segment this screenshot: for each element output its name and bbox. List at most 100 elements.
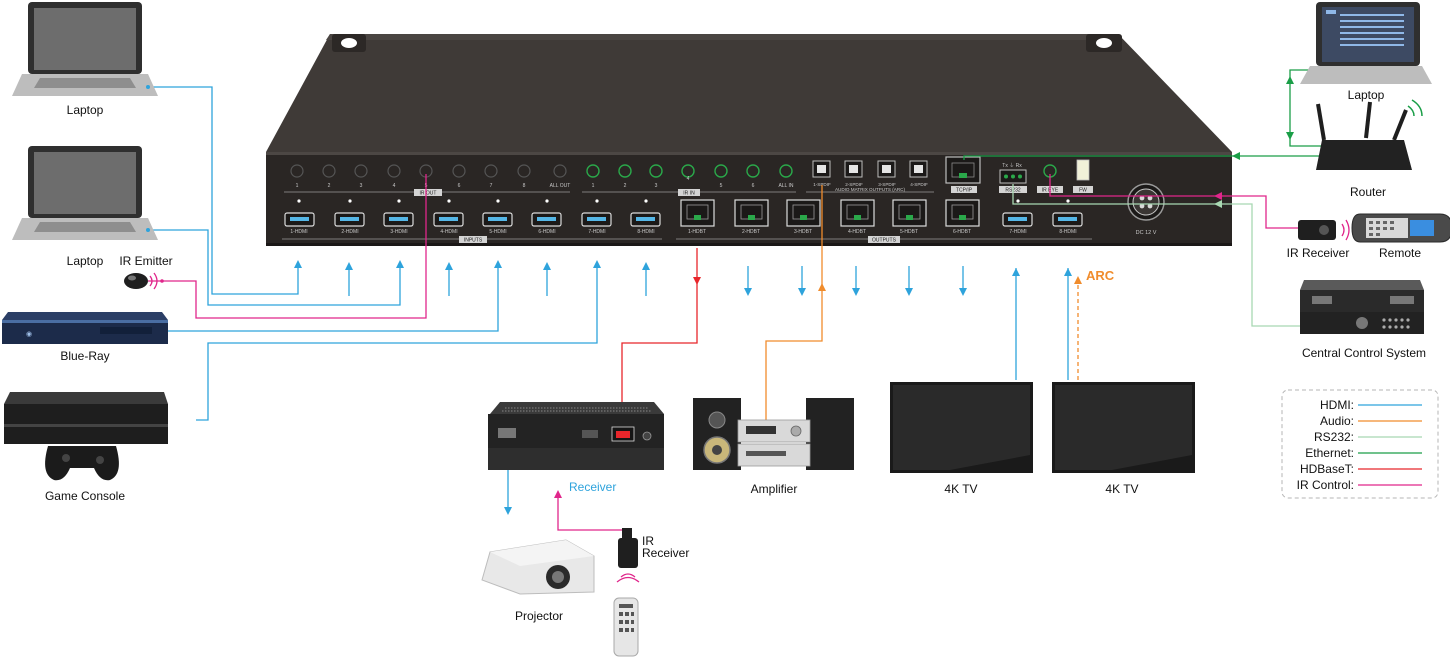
input-labels: 1-HDMI 2-HDMI 3-HDMI 4-HDMI 5-HDMI 6-HDM… bbox=[290, 229, 654, 235]
ir-out-6: 6 bbox=[458, 183, 461, 189]
ir-out-7: 7 bbox=[490, 183, 493, 189]
legend-rs232-label: RS232: bbox=[1314, 430, 1354, 444]
hdbt-output-ports bbox=[680, 199, 1083, 227]
hdmi-line-bluray bbox=[162, 266, 499, 332]
ir-in-6: 6 bbox=[752, 183, 755, 189]
output-6-label: 6-HDBT bbox=[953, 229, 971, 235]
remote-control bbox=[1351, 213, 1450, 243]
rs232-line bbox=[1012, 184, 1300, 327]
ir-in-5: 5 bbox=[720, 183, 723, 189]
input-4-label: 4-HDMI bbox=[440, 229, 457, 235]
fw-port bbox=[1076, 159, 1090, 181]
tv-1-label: 4K TV bbox=[944, 482, 977, 496]
input-6-label: 6-HDMI bbox=[538, 229, 555, 235]
spdif-labels: 1-SPDIF 2-SPDIF 3-SPDIF 4-SPDIF bbox=[813, 182, 928, 187]
game-console bbox=[4, 392, 168, 481]
tcpip-port bbox=[945, 156, 981, 184]
fw-label: FW bbox=[1079, 188, 1087, 194]
legend-hdbaset-label: HDBaseT: bbox=[1300, 462, 1354, 476]
laptop-1-label: Laptop bbox=[67, 103, 104, 117]
output-8-label: 8-HDMI bbox=[1059, 229, 1076, 235]
ir-in-label: IR IN bbox=[683, 191, 695, 197]
arc-label: ARC bbox=[1086, 268, 1115, 283]
input-1-label: 1-HDMI bbox=[290, 229, 307, 235]
input-3-label: 3-HDMI bbox=[390, 229, 407, 235]
ir-out-2: 2 bbox=[328, 183, 331, 189]
legend-ir-label: IR Control: bbox=[1297, 478, 1354, 492]
output-3-label: 3-HDBT bbox=[794, 229, 812, 235]
matrix-switch bbox=[266, 34, 1232, 246]
amplifier bbox=[693, 398, 854, 470]
game-console-label: Game Console bbox=[45, 489, 125, 503]
output-2-label: 2-HDBT bbox=[742, 229, 760, 235]
ir-in-1: 1 bbox=[592, 183, 595, 189]
ir-in-ports bbox=[586, 164, 793, 178]
output-7-label: 7-HDMI bbox=[1009, 229, 1026, 235]
hdmi-line-laptop-1 bbox=[148, 86, 299, 295]
power-jack bbox=[1127, 183, 1165, 221]
tv-2-label: 4K TV bbox=[1105, 482, 1138, 496]
tv-2 bbox=[1052, 382, 1195, 473]
projector bbox=[481, 539, 595, 595]
power-label: DC 12 V bbox=[1136, 230, 1157, 236]
legend-hdmi-label: HDMI: bbox=[1320, 398, 1354, 412]
spdif-4-label: 4-SPDIF bbox=[910, 182, 928, 187]
ir-in-4: 4 bbox=[687, 176, 690, 182]
legend-audio-label: Audio: bbox=[1320, 414, 1354, 428]
spdif-2-label: 2-SPDIF bbox=[845, 182, 863, 187]
ir-out-1: 1 bbox=[296, 183, 299, 189]
svg-text:◉: ◉ bbox=[26, 331, 32, 338]
ir-in-2: 2 bbox=[624, 183, 627, 189]
ir-receiver-rx bbox=[616, 528, 640, 583]
laptop-2 bbox=[12, 146, 158, 240]
laptop-3 bbox=[1300, 2, 1432, 84]
ir-receiver-rx-label-2: Receiver bbox=[642, 546, 689, 560]
hdmi-line-laptop-2 bbox=[148, 229, 401, 306]
projector-label: Projector bbox=[515, 609, 563, 623]
tcpip-label: TCP/IP bbox=[956, 188, 973, 194]
laptop-1 bbox=[12, 2, 158, 96]
receiver-label: Receiver bbox=[569, 480, 616, 494]
ir-in-numbers: 1 2 3 4 5 6 ALL IN bbox=[592, 176, 794, 189]
ir-receiver-rx-label-1: IR bbox=[642, 534, 654, 548]
input-8-label: 8-HDMI bbox=[637, 229, 654, 235]
central-control-system bbox=[1300, 280, 1424, 334]
ir-receiver bbox=[1298, 219, 1350, 241]
ir-receiver-label: IR Receiver bbox=[1287, 246, 1350, 260]
hdbt-receiver bbox=[488, 402, 664, 470]
ir-out-8: 8 bbox=[523, 183, 526, 189]
ethernet-line-router bbox=[963, 155, 1326, 160]
output-5-label: 5-HDBT bbox=[900, 229, 918, 235]
outputs-label: OUTPUTS bbox=[872, 238, 897, 244]
router-label: Router bbox=[1350, 185, 1386, 199]
arrowheads bbox=[294, 76, 1294, 515]
output-labels: 1-HDBT 2-HDBT 3-HDBT 4-HDBT 5-HDBT 6-HDB… bbox=[688, 229, 1077, 235]
inputs-label: INPUTS bbox=[464, 238, 483, 244]
ir-in-3: 3 bbox=[655, 183, 658, 189]
input-7-label: 7-HDMI bbox=[588, 229, 605, 235]
ir-line-receiver bbox=[1049, 174, 1298, 229]
ir-out-3: 3 bbox=[360, 183, 363, 189]
spdif-3-label: 3-SPDIF bbox=[878, 182, 896, 187]
ir-out-all: ALL OUT bbox=[550, 183, 571, 189]
ir-emitter-label: IR Emitter bbox=[119, 254, 172, 268]
tv-1 bbox=[890, 382, 1033, 473]
hdmi-line-console bbox=[196, 266, 598, 421]
connection-lines bbox=[148, 69, 1326, 531]
amplifier-label: Amplifier bbox=[751, 482, 798, 496]
hdmi-input-ports bbox=[284, 199, 661, 227]
laptop-2-label: Laptop bbox=[67, 254, 104, 268]
ir-out-4: 4 bbox=[393, 183, 396, 189]
ir-line-emitter bbox=[148, 174, 427, 319]
ir-line-rx-receiver bbox=[557, 496, 627, 531]
legend: HDMI: Audio: RS232: Ethernet: HDBaseT: I… bbox=[1281, 389, 1439, 499]
hdbt-line-receiver bbox=[621, 248, 698, 428]
router bbox=[1316, 99, 1423, 170]
central-control-label: Central Control System bbox=[1302, 346, 1426, 360]
ethernet-line-laptop bbox=[1289, 69, 1322, 147]
audio-matrix-label: AUDIO MATRIX OUTPUTS (ARC) bbox=[835, 187, 906, 192]
remote-small bbox=[613, 597, 639, 657]
ir-in-all: ALL IN bbox=[778, 183, 793, 189]
spdif-ports bbox=[812, 160, 928, 178]
